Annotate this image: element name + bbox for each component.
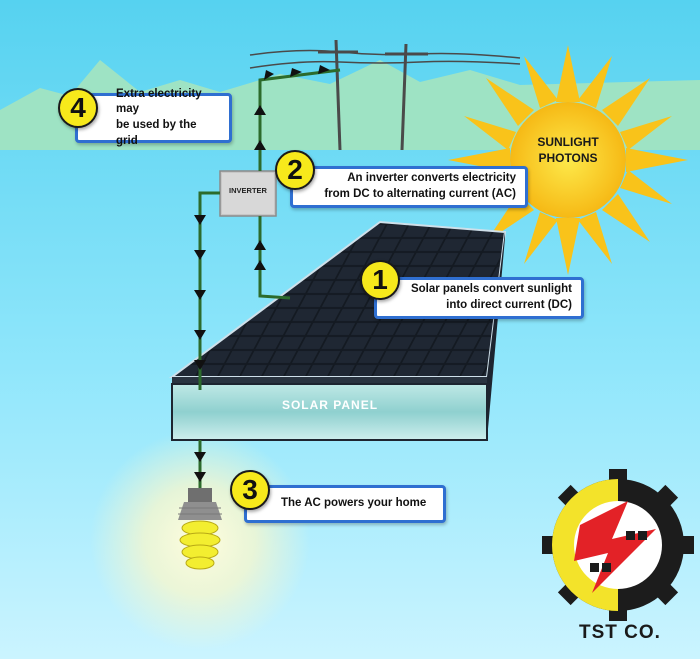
step-2-box: An inverter converts electricity from DC…	[290, 166, 528, 208]
step-4-text: Extra electricity may be used by the gri…	[116, 87, 202, 147]
solar-panel-icon	[168, 220, 507, 441]
step-3-text: The AC powers your home	[281, 497, 427, 510]
step-1-text: Solar panels convert sunlight into direc…	[410, 283, 572, 311]
step-3-badge: 3	[230, 470, 270, 510]
light-bulb-icon	[178, 488, 222, 570]
tst-logo-icon	[542, 469, 694, 621]
step-1-box: Solar panels convert sunlight into direc…	[374, 277, 584, 319]
step-2-text: An inverter converts electricity from DC…	[324, 172, 516, 200]
sunlight-photons-label: SUNLIGHT PHOTONS	[537, 135, 599, 165]
step-4-badge: 4	[58, 88, 98, 128]
step-3-box: The AC powers your home	[244, 485, 446, 523]
power-tower-icon	[249, 39, 521, 151]
step-4-box: Extra electricity may be used by the gri…	[75, 88, 232, 147]
solar-panel-label: SOLAR PANEL	[281, 398, 379, 412]
step-2-badge: 2	[275, 150, 315, 190]
inverter-label: INVERTER	[229, 186, 267, 195]
inverter-icon	[219, 170, 277, 217]
brand-name: TST CO.	[579, 622, 661, 643]
flow-arrows	[194, 65, 330, 482]
step-1-badge: 1	[360, 260, 400, 300]
